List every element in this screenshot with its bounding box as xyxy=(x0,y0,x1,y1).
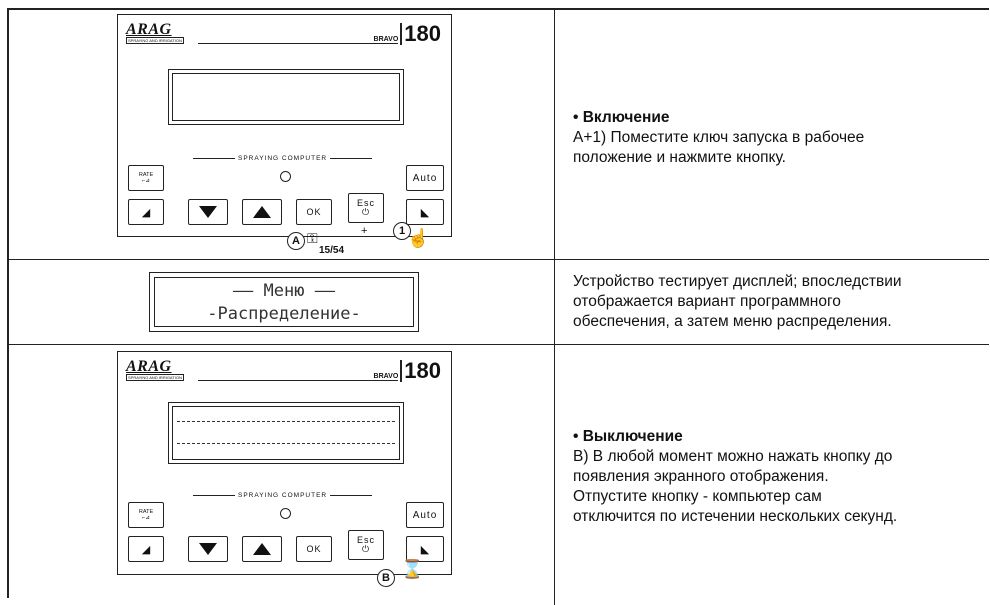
table-row-display-test: —— Меню —— -Распределение- Устройство те… xyxy=(9,260,989,345)
spraying-computer-label: SPRAYING COMPUTER xyxy=(193,155,373,162)
rate-button[interactable]: RATE⌐⊿ xyxy=(128,502,164,528)
instruction-line: положение и нажмите кнопку. xyxy=(573,149,786,166)
down-button[interactable] xyxy=(188,199,228,225)
lcd-illustration-cell: —— Меню —— -Распределение- xyxy=(9,260,555,344)
key-icon xyxy=(280,508,291,519)
brand-subtitle: SPRAYING AND IRRIGATION xyxy=(126,374,184,381)
table-row-power-off: ARAG SPRAYING AND IRRIGATION BRAVO 180 S… xyxy=(9,345,989,605)
hand-press-icon: ☝ xyxy=(407,228,430,248)
instruction-table: ARAG SPRAYING AND IRRIGATION BRAVO 180 S… xyxy=(7,8,989,605)
brand-logo: ARAG xyxy=(126,21,172,38)
esc-button[interactable]: Esc⏻ xyxy=(348,193,384,223)
up-button[interactable] xyxy=(242,199,282,225)
arrow-down-icon xyxy=(199,543,217,555)
instruction-line: отключится по истечении нескольких секун… xyxy=(573,508,898,525)
model-number: 180 xyxy=(400,360,441,382)
lcd-display: —— Меню —— -Распределение- xyxy=(149,272,419,332)
callout-b: B xyxy=(377,569,395,587)
page-reference: 15/54 xyxy=(319,245,345,256)
model-number: 180 xyxy=(400,23,441,45)
key-icon xyxy=(280,171,291,182)
model-label: BRAVO 180 xyxy=(374,360,441,382)
arrow-up-icon xyxy=(253,206,271,218)
auto-button[interactable]: Auto xyxy=(406,502,444,528)
boom-right-button[interactable]: ◣ xyxy=(406,199,444,225)
section-title-power-on: • Включение xyxy=(573,109,670,126)
boom-right-button[interactable]: ◣ xyxy=(406,536,444,562)
model-prefix: BRAVO xyxy=(373,373,399,380)
instruction-text-cell: • Включение A+1) Поместите ключ запуска … xyxy=(555,10,989,259)
arrow-up-icon xyxy=(253,543,271,555)
table-row-power-on: ARAG SPRAYING AND IRRIGATION BRAVO 180 S… xyxy=(9,10,989,260)
device-illustration-cell: ARAG SPRAYING AND IRRIGATION BRAVO 180 S… xyxy=(9,345,555,605)
device-panel: ARAG SPRAYING AND IRRIGATION BRAVO 180 S… xyxy=(117,351,452,575)
lcd-screen xyxy=(168,69,404,125)
hand-hourglass-icon: ⌛ xyxy=(401,559,424,579)
brand-subtitle: SPRAYING AND IRRIGATION xyxy=(126,37,184,44)
boom-left-button[interactable]: ◢ xyxy=(128,199,164,225)
lcd-screen xyxy=(168,402,404,464)
down-button[interactable] xyxy=(188,536,228,562)
arrow-down-icon xyxy=(199,206,217,218)
spraying-computer-label: SPRAYING COMPUTER xyxy=(193,492,373,499)
section-title-power-off: • Выключение xyxy=(573,428,683,445)
ok-button[interactable]: OK xyxy=(296,536,332,562)
instruction-text-cell: Устройство тестирует дисплей; впоследств… xyxy=(555,260,989,344)
callout-1: 1 xyxy=(393,222,411,240)
model-label: BRAVO 180 xyxy=(374,23,441,45)
instruction-line: A+1) Поместите ключ запуска в рабочее xyxy=(573,129,865,146)
callout-a: A xyxy=(287,232,305,250)
instruction-line: отображается вариант программного xyxy=(573,293,841,310)
rate-button[interactable]: RATE⌐⊿ xyxy=(128,165,164,191)
instruction-line: Устройство тестирует дисплей; впоследств… xyxy=(573,273,902,290)
lcd-line-2: -Распределение- xyxy=(207,304,361,324)
instruction-line: B) В любой момент можно нажать кнопку до xyxy=(573,448,893,465)
divider xyxy=(198,380,398,381)
brand-logo: ARAG xyxy=(126,358,172,375)
instruction-line: обеспечения, а затем меню распределения. xyxy=(573,313,892,330)
instruction-line: появления экранного отображения. xyxy=(573,468,829,485)
device-panel: ARAG SPRAYING AND IRRIGATION BRAVO 180 S… xyxy=(117,14,452,237)
device-illustration-cell: ARAG SPRAYING AND IRRIGATION BRAVO 180 S… xyxy=(9,10,555,259)
auto-button[interactable]: Auto xyxy=(406,165,444,191)
model-prefix: BRAVO xyxy=(373,36,399,43)
instruction-text-cell: • Выключение B) В любой момент можно наж… xyxy=(555,345,989,605)
lcd-line-1: —— Меню —— xyxy=(232,281,336,301)
esc-button[interactable]: Esc⏻ xyxy=(348,530,384,560)
key-symbol-icon: ⚿ xyxy=(307,230,318,246)
plus-sign: + xyxy=(361,225,368,237)
instruction-line: Отпустите кнопку - компьютер сам xyxy=(573,488,822,505)
divider xyxy=(198,43,398,44)
ok-button[interactable]: OK xyxy=(296,199,332,225)
up-button[interactable] xyxy=(242,536,282,562)
boom-left-button[interactable]: ◢ xyxy=(128,536,164,562)
